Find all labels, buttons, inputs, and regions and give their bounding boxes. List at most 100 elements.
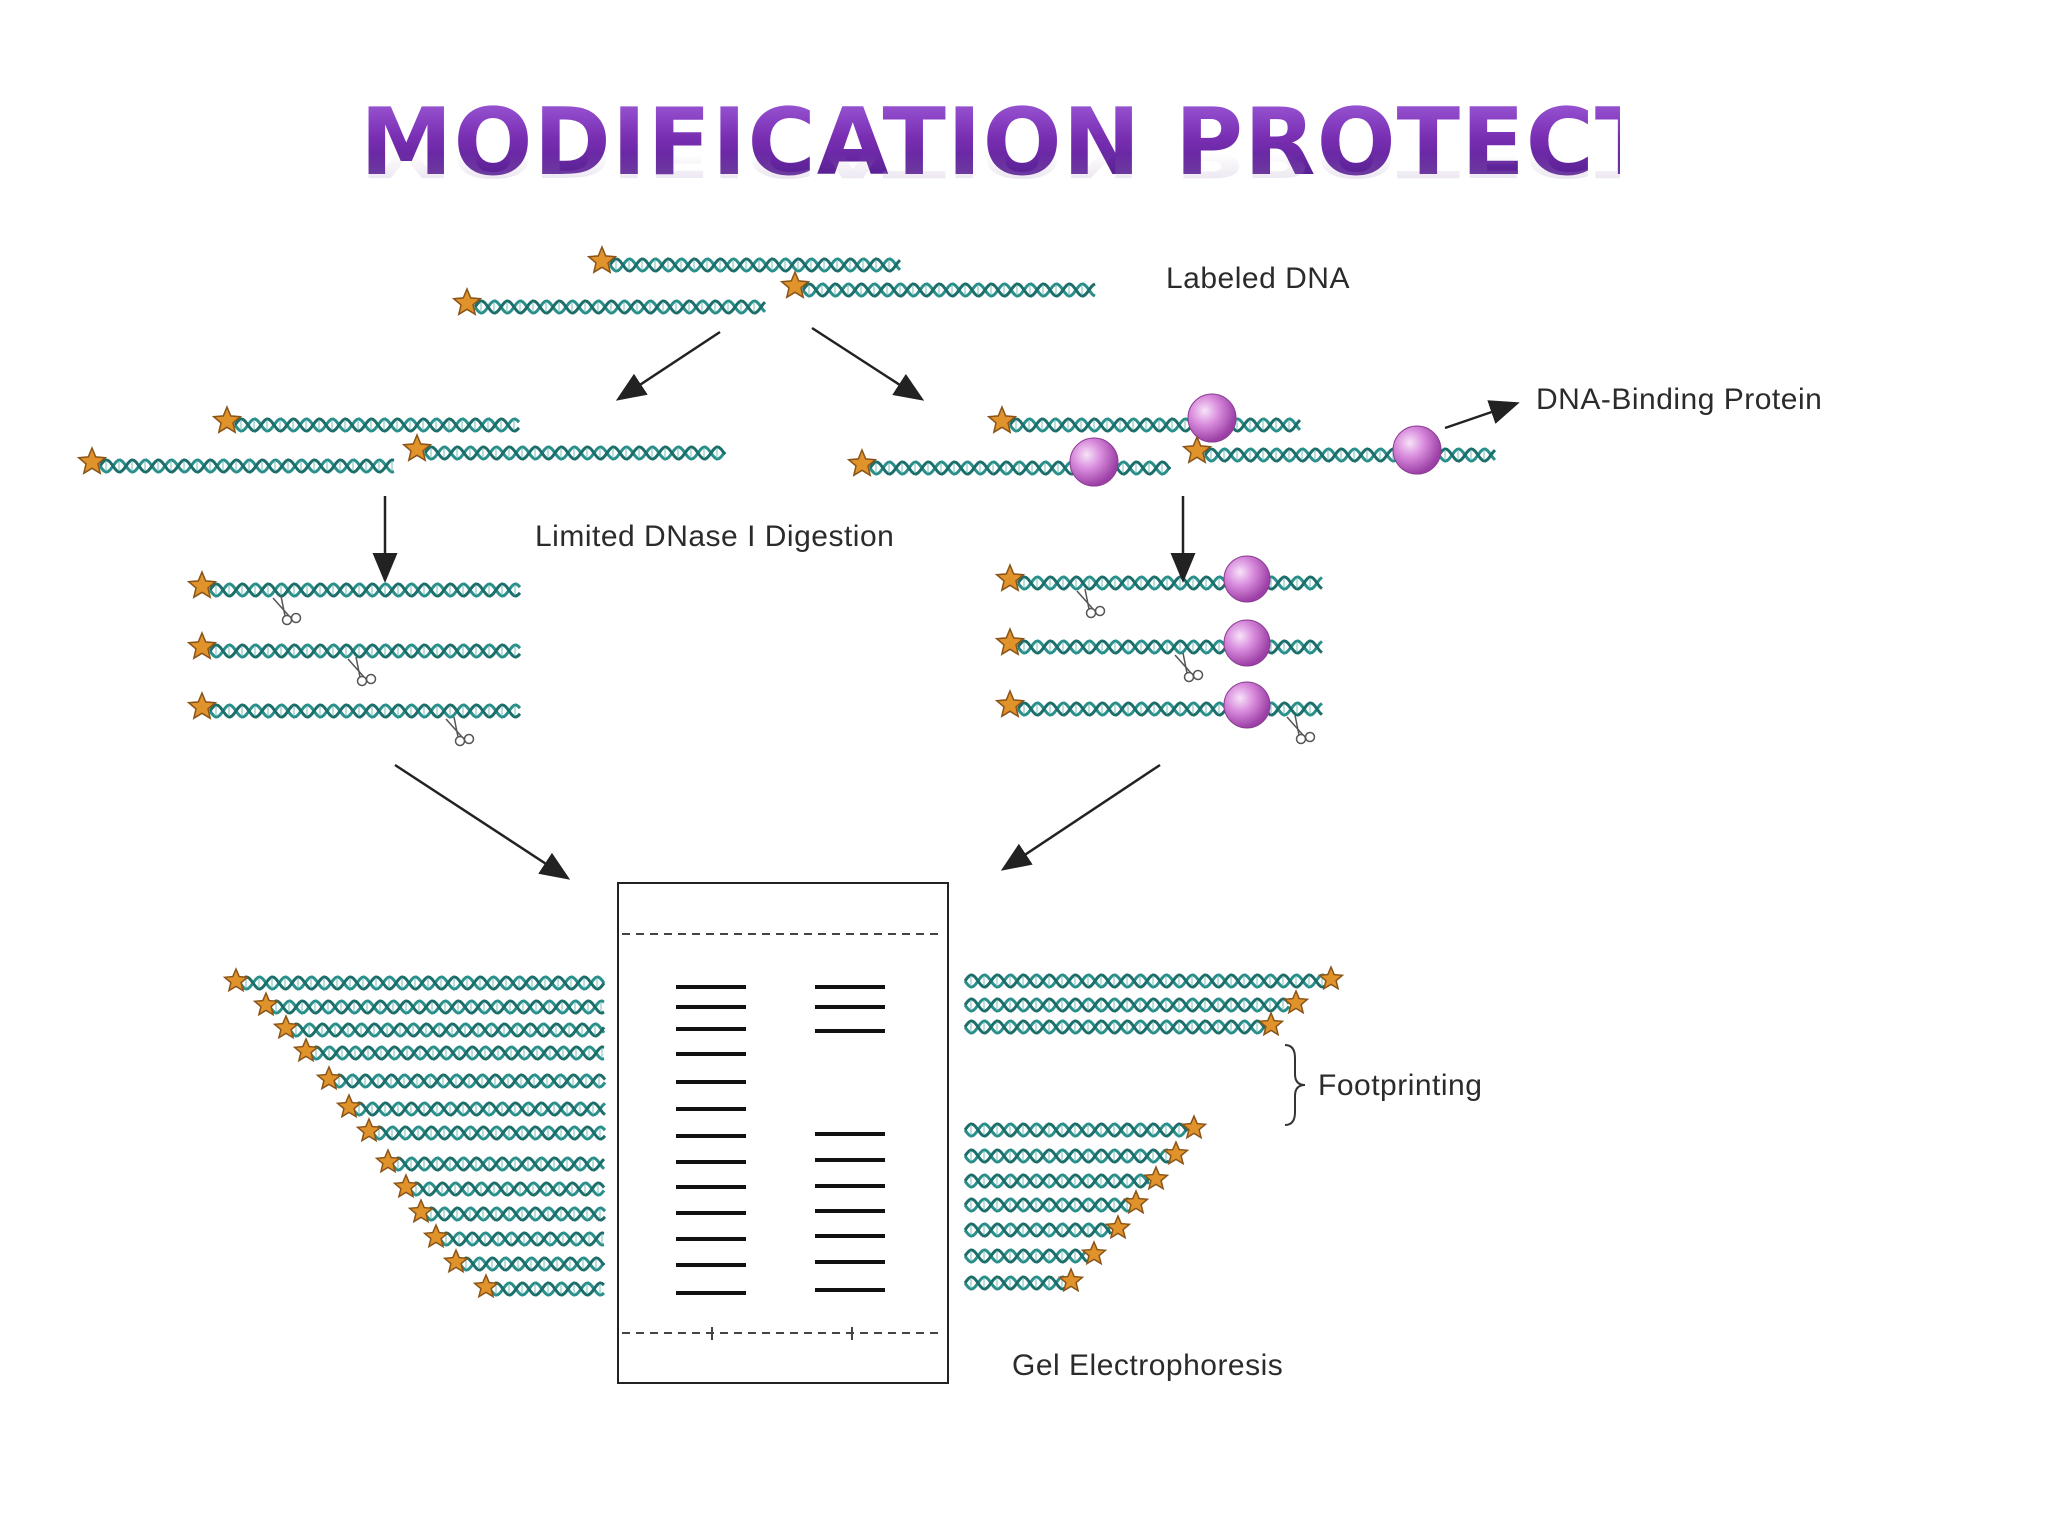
star-icon bbox=[186, 631, 218, 660]
dna-fragment bbox=[963, 1222, 1113, 1238]
star-icon bbox=[1080, 1240, 1108, 1266]
star-icon bbox=[1257, 1011, 1285, 1037]
label-footprinting: Footprinting bbox=[1318, 1069, 1483, 1102]
gel-box bbox=[617, 882, 949, 1384]
to-gel-arrow-right bbox=[1000, 763, 1161, 871]
star-icon bbox=[211, 405, 243, 434]
scissors-icon bbox=[1174, 652, 1204, 683]
protein-sphere-icon bbox=[1223, 619, 1271, 667]
star-icon bbox=[586, 245, 618, 274]
star-icon bbox=[1180, 1114, 1208, 1140]
slide-title: MODIFICATION PROTECTION bbox=[360, 88, 1854, 196]
star-icon bbox=[1282, 989, 1310, 1015]
protein-sphere-icon bbox=[1069, 437, 1119, 487]
star-icon bbox=[1181, 435, 1213, 464]
protein-bound-digested-strand bbox=[1016, 701, 1323, 717]
star-icon bbox=[355, 1117, 383, 1143]
dna-fragment bbox=[963, 1173, 1151, 1189]
labeled-dna-strand bbox=[608, 257, 902, 273]
label-gel-electrophoresis: Gel Electrophoresis bbox=[1012, 1349, 1284, 1382]
gel bbox=[617, 882, 949, 1384]
label-labeled-dna: Labeled DNA bbox=[1166, 262, 1350, 295]
split-arrow-left bbox=[615, 330, 721, 401]
protein-bound-strand bbox=[1008, 417, 1302, 433]
to-gel-arrow-left bbox=[394, 763, 571, 880]
star-icon bbox=[1317, 965, 1345, 991]
protein-sphere-icon bbox=[1223, 681, 1271, 729]
star-icon bbox=[374, 1148, 402, 1174]
dna-fragment bbox=[963, 1019, 1267, 1035]
protein-sphere-icon bbox=[1187, 393, 1237, 443]
star-icon bbox=[292, 1037, 320, 1063]
protein-bound-strand bbox=[1203, 447, 1497, 463]
dna-fragment bbox=[963, 1248, 1088, 1264]
dna-fragment bbox=[963, 973, 1326, 989]
scissors-icon bbox=[1286, 714, 1316, 745]
star-icon bbox=[1104, 1214, 1132, 1240]
dna-fragment bbox=[963, 997, 1291, 1013]
star-icon bbox=[315, 1065, 343, 1091]
dna-fragment bbox=[238, 975, 606, 991]
dna-strand bbox=[98, 458, 395, 474]
scissors-icon bbox=[347, 656, 377, 687]
dna-fragment bbox=[963, 1197, 1130, 1213]
gel-lane-protein bbox=[815, 985, 885, 1292]
dna-fragment bbox=[438, 1231, 605, 1247]
dna-fragment bbox=[288, 1022, 606, 1038]
star-icon bbox=[401, 433, 433, 462]
protein-sphere-icon bbox=[1392, 425, 1442, 475]
dna-fragment bbox=[371, 1125, 607, 1141]
star-icon bbox=[994, 563, 1026, 592]
star-icon bbox=[442, 1248, 470, 1274]
dna-fragment bbox=[408, 1181, 606, 1197]
star-icon bbox=[222, 967, 250, 993]
digested-strand bbox=[208, 643, 522, 659]
dna-fragment bbox=[963, 1148, 1170, 1164]
star-icon bbox=[76, 446, 108, 475]
star-icon bbox=[994, 689, 1026, 718]
star-icon bbox=[846, 448, 878, 477]
dna-fragment bbox=[331, 1073, 607, 1089]
protein-bound-strand bbox=[868, 460, 1172, 476]
star-icon bbox=[335, 1093, 363, 1119]
label-dna-binding-protein: DNA-Binding Protein bbox=[1536, 383, 1823, 416]
labeled-dna-strand bbox=[801, 282, 1096, 298]
star-icon bbox=[1142, 1165, 1170, 1191]
dna-fragment bbox=[351, 1101, 606, 1117]
star-icon bbox=[986, 405, 1018, 434]
label-limited-digestion: Limited DNase I Digestion bbox=[535, 520, 895, 553]
protein-pointer-arrow bbox=[1444, 400, 1520, 430]
digested-strand bbox=[208, 582, 522, 598]
split-arrow-right bbox=[811, 326, 925, 401]
star-icon bbox=[252, 991, 280, 1017]
scissors-icon bbox=[445, 716, 475, 747]
star-icon bbox=[1122, 1189, 1150, 1215]
dna-fragment bbox=[423, 1206, 607, 1222]
scissors-icon bbox=[1076, 588, 1106, 619]
star-icon bbox=[451, 287, 483, 316]
star-icon bbox=[1162, 1140, 1190, 1166]
star-icon bbox=[186, 570, 218, 599]
dna-fragment bbox=[458, 1256, 606, 1272]
dna-strand bbox=[233, 417, 521, 433]
dna-fragment bbox=[963, 1122, 1189, 1138]
protein-bound-digested-strand bbox=[1016, 639, 1323, 655]
dna-fragment bbox=[963, 1275, 1066, 1291]
protein-sphere-icon bbox=[1223, 555, 1271, 603]
dna-strand bbox=[423, 445, 727, 461]
labeled-dna-strand bbox=[473, 299, 767, 315]
dna-fragment bbox=[308, 1045, 605, 1061]
footprinting-brace bbox=[1284, 1044, 1306, 1126]
star-icon bbox=[407, 1198, 435, 1224]
dna-fragment bbox=[488, 1281, 605, 1297]
star-icon bbox=[994, 627, 1026, 656]
star-icon bbox=[392, 1173, 420, 1199]
star-icon bbox=[186, 691, 218, 720]
dna-fragment bbox=[390, 1156, 606, 1172]
star-icon bbox=[1057, 1267, 1085, 1293]
star-icon bbox=[472, 1273, 500, 1299]
star-icon bbox=[422, 1223, 450, 1249]
gel-lane-control bbox=[676, 985, 746, 1295]
